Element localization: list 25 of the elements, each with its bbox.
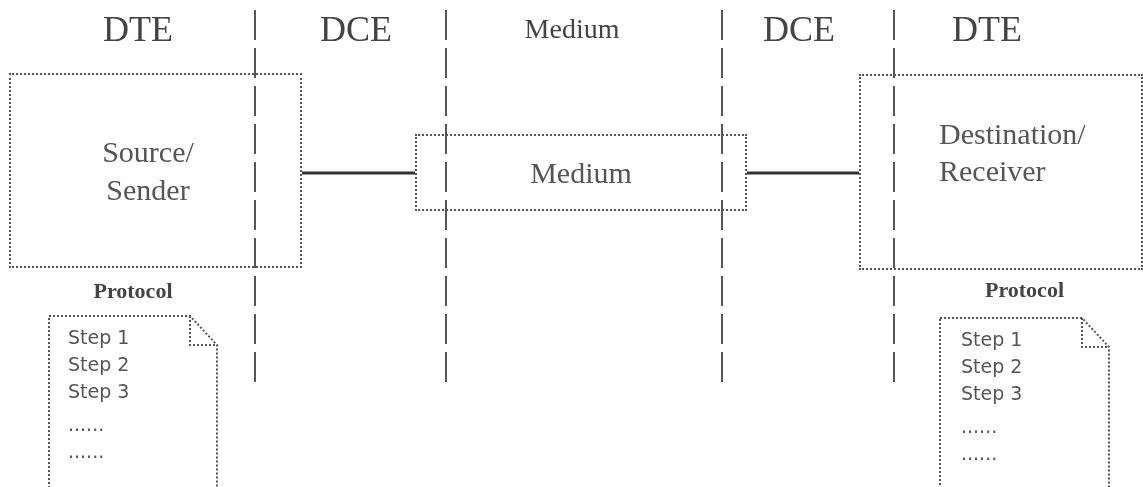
column-heading: DTE	[952, 8, 1022, 50]
node-label: Destination/ Receiver	[939, 115, 1087, 189]
column-heading: DCE	[763, 8, 835, 50]
step-text: Step 1	[961, 327, 1023, 351]
step-text: Step 3	[68, 379, 130, 403]
column-heading: DCE	[320, 8, 392, 50]
step-text: ......	[68, 439, 105, 463]
document-heading: Protocol	[92, 278, 174, 304]
column-heading: DTE	[103, 8, 173, 50]
step-text: ......	[961, 441, 998, 465]
step-text: Step 2	[68, 352, 130, 376]
process-box	[415, 134, 747, 211]
step-text: Step 1	[68, 325, 130, 349]
connector-line	[747, 171, 859, 175]
column-heading: Medium	[524, 13, 620, 45]
step-text: ......	[68, 412, 105, 436]
process-box	[9, 73, 302, 268]
node-label: Source/ Sender	[101, 134, 195, 208]
process-box	[859, 74, 1143, 270]
document-heading: Protocol	[984, 277, 1065, 303]
step-text: Step 3	[961, 381, 1023, 405]
step-text: Step 2	[961, 354, 1023, 378]
connector-line	[302, 171, 415, 175]
step-text: ......	[961, 414, 998, 438]
node-label: Medium	[529, 154, 633, 191]
